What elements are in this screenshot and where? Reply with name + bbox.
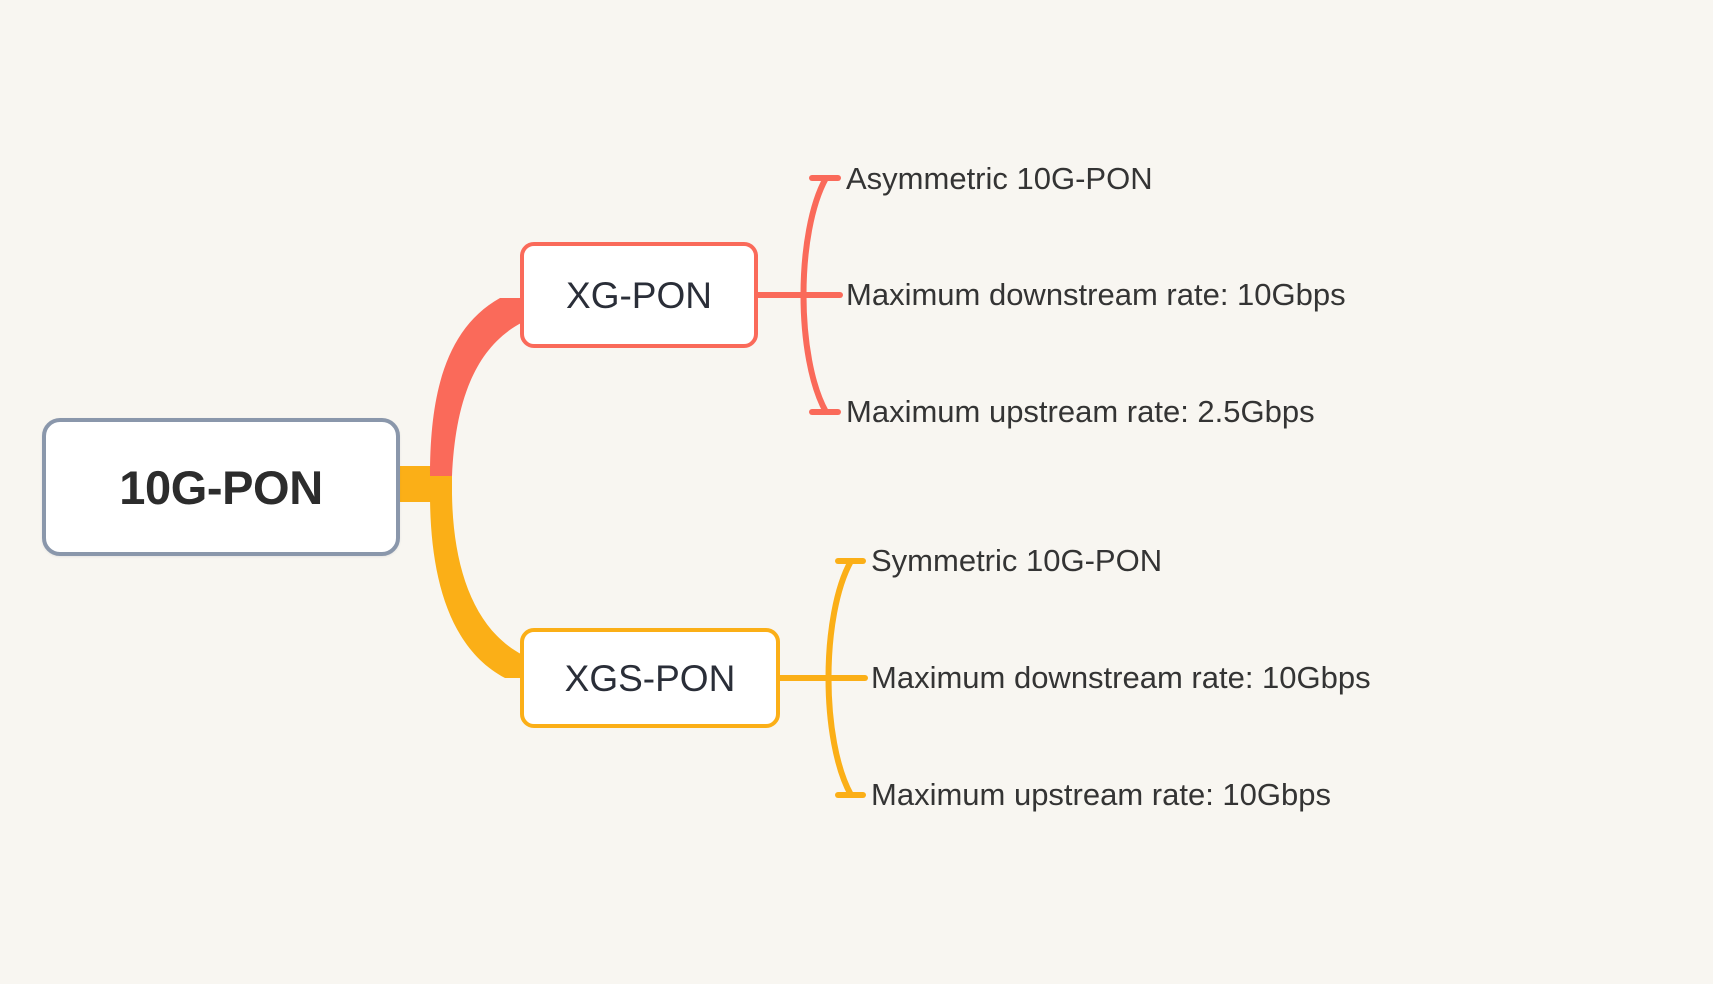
leaf-xgs-pon-downstream-rate[interactable]: Maximum downstream rate: 10Gbps	[871, 660, 1371, 695]
xg-pon-spine	[800, 175, 829, 415]
node-branch-xgs-pon[interactable]: XGS-PON	[520, 628, 780, 728]
leaf-xgs-pon-symmetric[interactable]: Symmetric 10G-PON	[871, 543, 1163, 578]
node-branch-xgs-pon-label: XGS-PON	[564, 657, 736, 699]
node-root-10g-pon[interactable]: 10G-PON	[42, 418, 400, 556]
leaf-xgs-pon-upstream-rate[interactable]: Maximum upstream rate: 10Gbps	[871, 777, 1332, 812]
node-branch-xg-pon[interactable]: XG-PON	[520, 242, 758, 348]
node-root-label: 10G-PON	[119, 460, 323, 514]
xgs-pon-spine	[825, 558, 854, 798]
leaf-xg-pon-asymmetric[interactable]: Asymmetric 10G-PON	[846, 161, 1153, 196]
root-trunk-stub	[398, 466, 452, 502]
leaf-xg-pon-downstream-rate[interactable]: Maximum downstream rate: 10Gbps	[846, 277, 1346, 312]
leaf-xg-pon-upstream-rate[interactable]: Maximum upstream rate: 2.5Gbps	[846, 394, 1315, 429]
connector-root-to-xgs-pon	[430, 494, 523, 678]
node-branch-xg-pon-label: XG-PON	[566, 274, 712, 316]
connector-root-to-xg-pon	[430, 298, 523, 476]
